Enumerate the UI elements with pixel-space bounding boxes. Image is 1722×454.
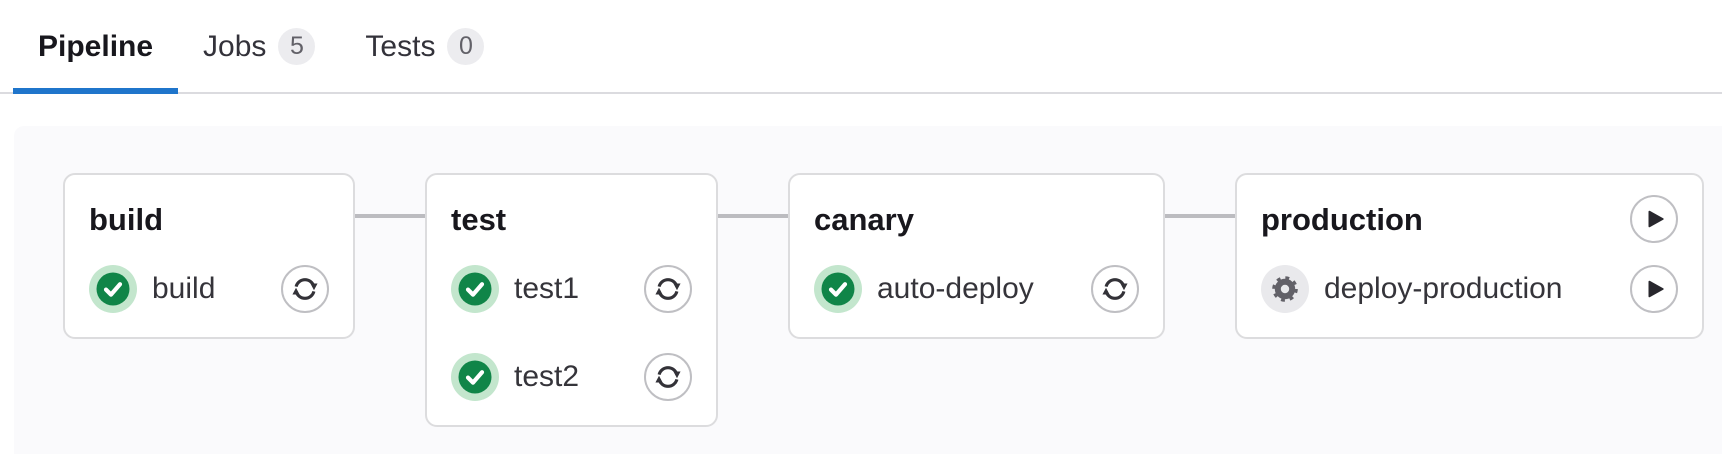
job-row-test1: test1 bbox=[451, 265, 692, 313]
stage-production: production deploy-production bbox=[1235, 173, 1704, 339]
pipeline-tabs: Pipeline Jobs 5 Tests 0 bbox=[0, 0, 1722, 94]
job-name: build bbox=[152, 272, 216, 305]
stage-build-header: build bbox=[89, 195, 329, 243]
job-link-test2[interactable]: test2 bbox=[451, 353, 644, 401]
stage-canary-header: canary bbox=[814, 195, 1139, 243]
job-link-build[interactable]: build bbox=[89, 265, 281, 313]
tab-jobs-label: Jobs bbox=[203, 30, 267, 63]
stage-test: test test1 bbox=[425, 173, 718, 427]
retry-icon bbox=[1093, 267, 1137, 311]
play-icon bbox=[1632, 197, 1676, 241]
stage-build: build build bbox=[63, 173, 355, 339]
stage-production-header: production bbox=[1261, 195, 1678, 243]
stage-connector bbox=[718, 214, 788, 218]
job-row-build: build bbox=[89, 265, 329, 313]
retry-job-button[interactable] bbox=[281, 265, 329, 313]
pipeline-graph-panel: build build test bbox=[14, 126, 1722, 454]
pipeline-graph: build build test bbox=[63, 173, 1704, 427]
status-success-icon bbox=[89, 265, 137, 313]
play-job-button[interactable] bbox=[1630, 265, 1678, 313]
stage-canary: canary auto-deploy bbox=[788, 173, 1165, 339]
stage-title: canary bbox=[814, 201, 914, 237]
retry-job-button[interactable] bbox=[644, 265, 692, 313]
job-row-deploy-production: deploy-production bbox=[1261, 265, 1678, 313]
retry-icon bbox=[283, 267, 327, 311]
tab-tests[interactable]: Tests 0 bbox=[340, 0, 509, 92]
play-icon bbox=[1632, 267, 1676, 311]
play-stage-button[interactable] bbox=[1630, 195, 1678, 243]
job-name: test1 bbox=[514, 272, 580, 305]
stage-connector bbox=[1165, 214, 1235, 218]
jobs-count-badge: 5 bbox=[278, 27, 316, 65]
job-name: auto-deploy bbox=[877, 272, 1034, 305]
job-link-deploy-production[interactable]: deploy-production bbox=[1261, 265, 1630, 313]
stage-title: production bbox=[1261, 201, 1423, 237]
tab-jobs[interactable]: Jobs 5 bbox=[178, 0, 340, 92]
job-row-auto-deploy: auto-deploy bbox=[814, 265, 1139, 313]
retry-icon bbox=[646, 267, 690, 311]
status-success-icon bbox=[814, 265, 862, 313]
retry-job-button[interactable] bbox=[1091, 265, 1139, 313]
tests-count-badge: 0 bbox=[447, 27, 485, 65]
job-link-test1[interactable]: test1 bbox=[451, 265, 644, 313]
tab-pipeline-label: Pipeline bbox=[38, 30, 154, 63]
stage-title: test bbox=[451, 201, 507, 237]
job-name: deploy-production bbox=[1324, 272, 1563, 305]
status-manual-gear-icon bbox=[1261, 265, 1309, 313]
tab-tests-label: Tests bbox=[365, 30, 436, 63]
tab-pipeline[interactable]: Pipeline bbox=[13, 0, 179, 94]
retry-icon bbox=[646, 355, 690, 399]
job-link-auto-deploy[interactable]: auto-deploy bbox=[814, 265, 1091, 313]
status-success-icon bbox=[451, 265, 499, 313]
stage-title: build bbox=[89, 201, 164, 237]
retry-job-button[interactable] bbox=[644, 353, 692, 401]
stage-connector bbox=[355, 214, 425, 218]
status-success-icon bbox=[451, 353, 499, 401]
job-name: test2 bbox=[514, 360, 580, 393]
stage-test-header: test bbox=[451, 195, 692, 243]
job-row-test2: test2 bbox=[451, 353, 692, 401]
